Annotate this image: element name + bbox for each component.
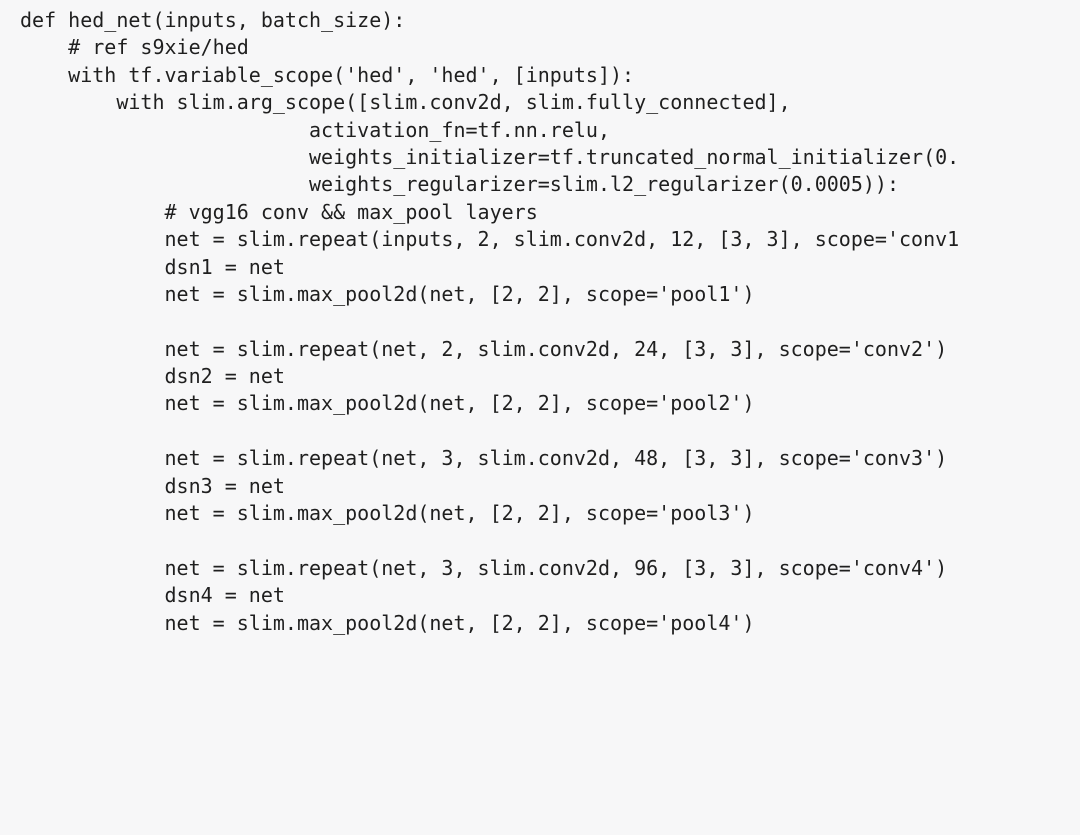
code-line: net = slim.repeat(net, 3, slim.conv2d, 9… <box>20 555 948 580</box>
code-listing: def hed_net(inputs, batch_size): # ref s… <box>20 7 959 637</box>
code-line: activation_fn=tf.nn.relu, <box>20 117 611 142</box>
code-line: net = slim.repeat(net, 2, slim.conv2d, 2… <box>20 336 948 361</box>
code-line <box>20 418 959 445</box>
code-line: def hed_net(inputs, batch_size): <box>20 8 406 32</box>
code-line: weights_initializer=tf.truncated_normal_… <box>20 144 960 169</box>
code-line: net = slim.max_pool2d(net, [2, 2], scope… <box>20 391 755 416</box>
code-line <box>20 527 959 554</box>
code-line <box>20 308 959 335</box>
code-line: with tf.variable_scope('hed', 'hed', [in… <box>20 62 635 87</box>
code-line: net = slim.repeat(net, 3, slim.conv2d, 4… <box>20 446 948 471</box>
code-line: dsn2 = net <box>20 364 285 389</box>
code-line: dsn4 = net <box>20 583 285 608</box>
code-line: with slim.arg_scope([slim.conv2d, slim.f… <box>20 90 791 115</box>
code-line: weights_regularizer=slim.l2_regularizer(… <box>20 172 899 197</box>
code-line: # ref s9xie/hed <box>20 35 249 60</box>
code-line: # vgg16 conv && max_pool layers <box>20 199 538 224</box>
code-line: dsn3 = net <box>20 473 285 498</box>
code-line: net = slim.max_pool2d(net, [2, 2], scope… <box>20 610 755 635</box>
code-line: dsn1 = net <box>20 254 285 279</box>
code-line: net = slim.repeat(inputs, 2, slim.conv2d… <box>20 227 960 252</box>
code-line: net = slim.max_pool2d(net, [2, 2], scope… <box>20 501 755 526</box>
code-line: net = slim.max_pool2d(net, [2, 2], scope… <box>20 281 755 306</box>
